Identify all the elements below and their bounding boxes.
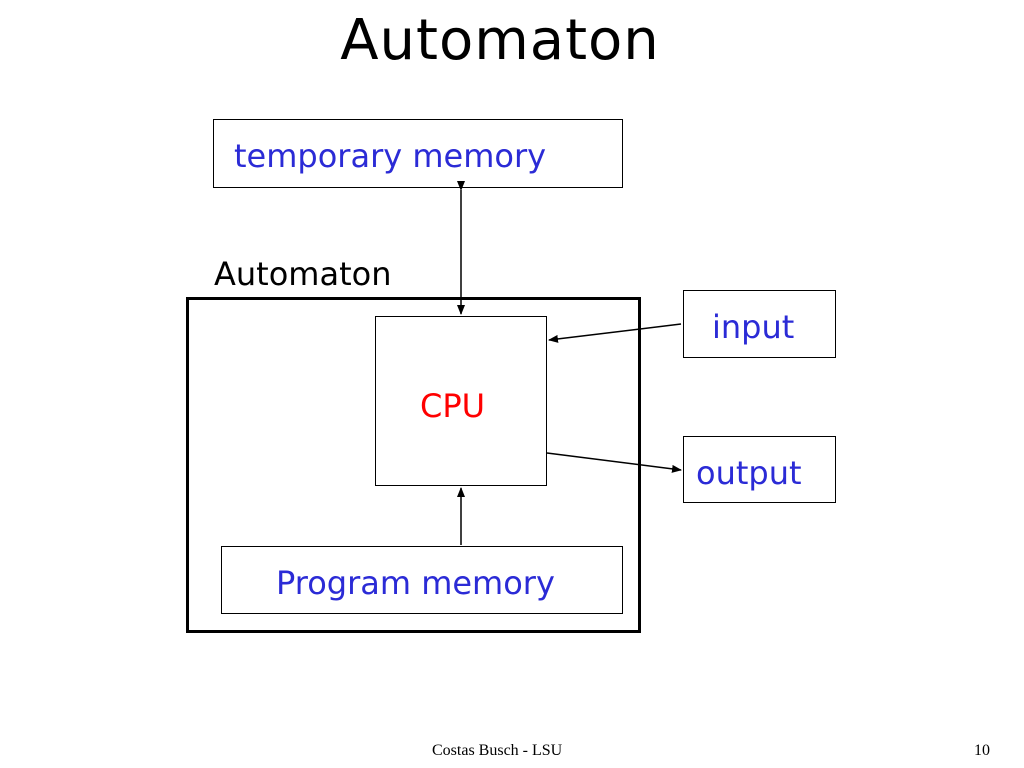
- cpu-label: CPU: [420, 387, 486, 425]
- cpu-box: CPU: [375, 316, 547, 486]
- temporary-memory-label: temporary memory: [234, 137, 547, 175]
- footer-author: Costas Busch - LSU: [432, 742, 563, 759]
- input-box: input: [683, 290, 836, 358]
- slide-title: Automaton: [340, 8, 660, 73]
- output-label: output: [696, 454, 802, 492]
- automaton-label: Automaton: [214, 255, 392, 293]
- program-memory-label: Program memory: [276, 564, 555, 602]
- output-box: output: [683, 436, 836, 503]
- temporary-memory-box: temporary memory: [213, 119, 623, 188]
- program-memory-box: Program memory: [221, 546, 623, 614]
- input-label: input: [712, 308, 795, 346]
- footer-page-number: 10: [974, 742, 990, 759]
